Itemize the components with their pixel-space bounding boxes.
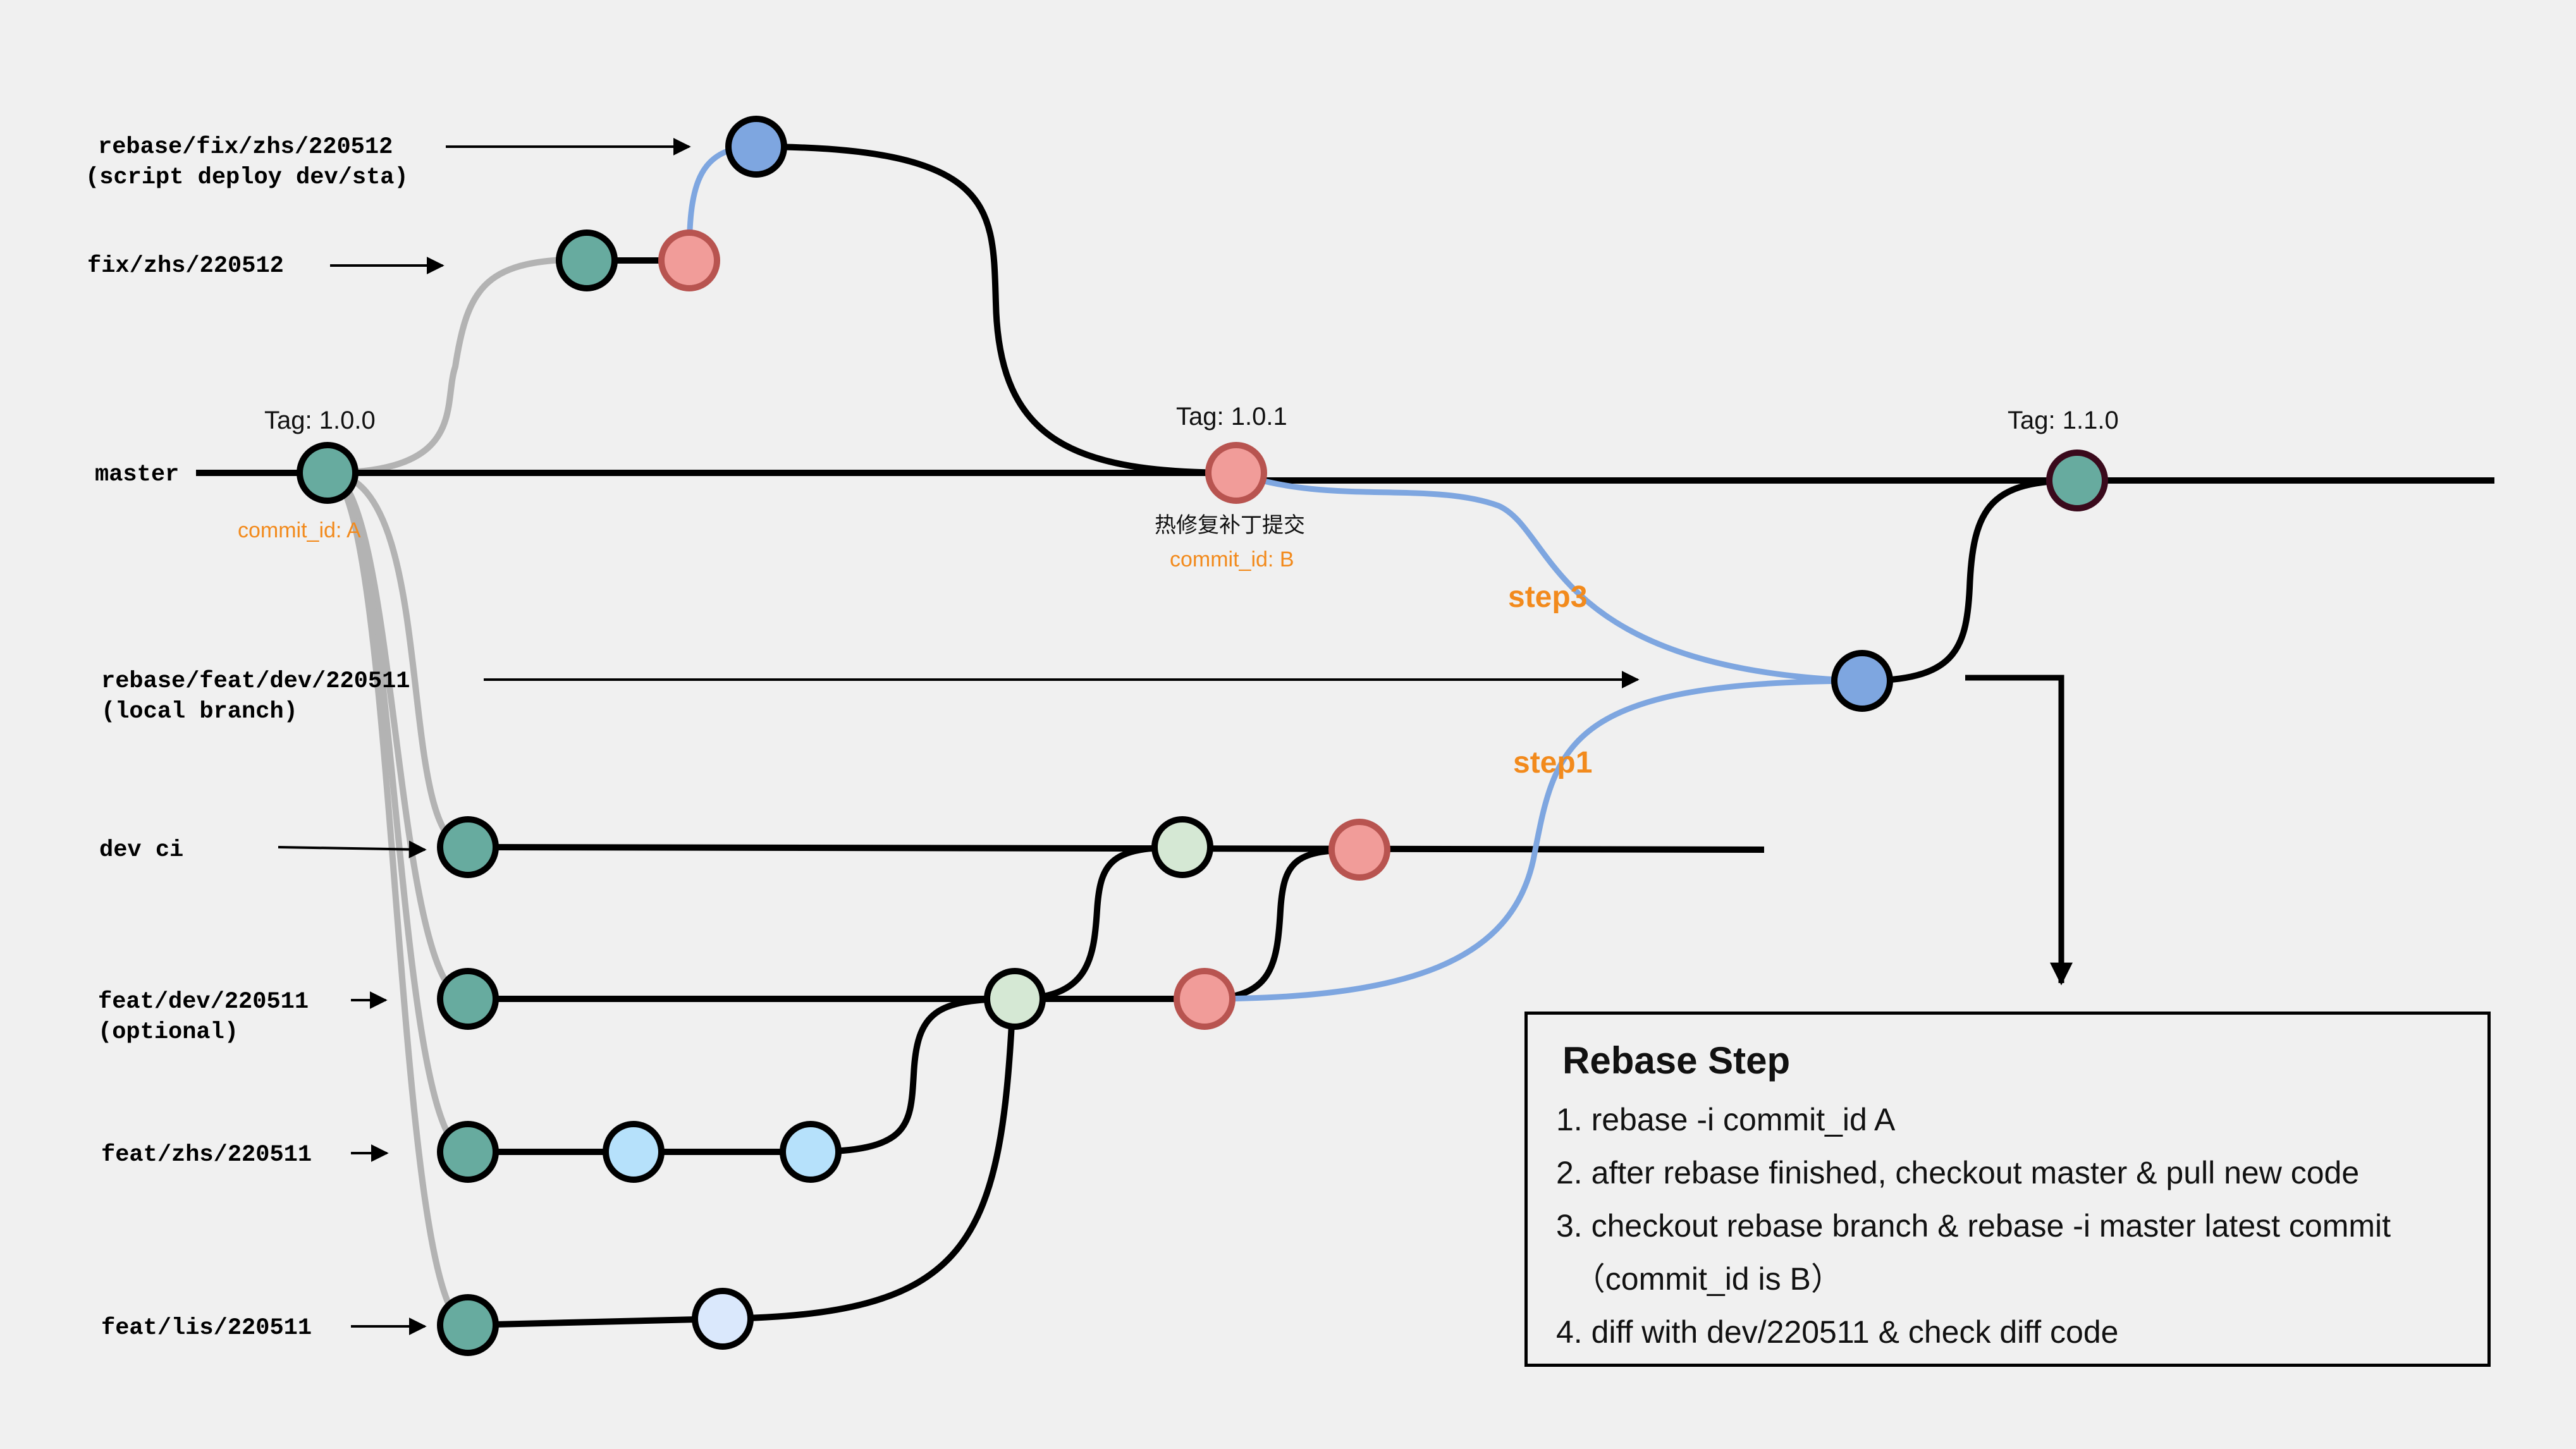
commit-feat-dev-2[interactable] (1174, 968, 1236, 1030)
commit-nodes (297, 116, 2108, 1356)
commit-feat-lis-2[interactable] (692, 1288, 754, 1350)
dev-ci-line (467, 844, 1765, 853)
step3-label: step3 (1508, 580, 1587, 614)
commit-fix-1[interactable] (556, 229, 618, 291)
label-dev-ci: dev ci (99, 837, 183, 864)
commit-rebase-feat[interactable] (1831, 650, 1893, 712)
commit-feat-zhs-2[interactable] (603, 1121, 665, 1183)
annotations: Tag: 1.0.0 Tag: 1.0.1 Tag: 1.1.0 commit_… (238, 403, 2119, 780)
branch-labels: rebase/fix/zhs/220512 (script deploy dev… (85, 134, 410, 1342)
dev-ci-arrow (278, 840, 427, 859)
rebase-step-item: 1. rebase -i commit_id A (1556, 1102, 1896, 1137)
branch-line-dev-ci (327, 470, 469, 850)
step1-label: step1 (1513, 746, 1592, 780)
commit-id-b: commit_id: B (1170, 547, 1294, 572)
label-rebase-fix-2: (script deploy dev/sta) (85, 164, 408, 191)
branch-line-feat-lis (326, 470, 469, 1328)
merge-to-dev-ci-2 (1204, 847, 1360, 1002)
step1-line (1204, 678, 1863, 1002)
rebase-step-arrow (1965, 675, 2073, 986)
label-feat-dev-1: feat/dev/220511 (98, 989, 309, 1015)
tag-1-0-0: Tag: 1.0.0 (264, 407, 376, 434)
rebase-step-list: 1. rebase -i commit_id A 2. after rebase… (1556, 1093, 2391, 1359)
merge-to-dev-ci-1 (1014, 844, 1183, 1002)
commit-feat-zhs-3[interactable] (780, 1121, 842, 1183)
hotfix-note: 热修复补丁提交 (1155, 513, 1305, 537)
rebase-fix-to-hotfix (756, 144, 1237, 476)
rebase-step-item: 4. diff with dev/220511 & check diff cod… (1556, 1314, 2119, 1350)
commit-feat-zhs-1[interactable] (437, 1121, 499, 1183)
commit-fix-2[interactable] (658, 229, 720, 291)
label-feat-dev-2: (optional) (98, 1019, 238, 1046)
commit-dev-ci-1[interactable] (437, 816, 499, 878)
label-feat-zhs: feat/zhs/220511 (101, 1142, 312, 1168)
commit-master-110[interactable] (2046, 449, 2108, 511)
rebase-feat-to-master (1861, 477, 2078, 684)
commit-master-b[interactable] (1205, 442, 1267, 504)
rebase-step-title: Rebase Step (1562, 1039, 1791, 1082)
commit-rebase-fix[interactable] (725, 116, 787, 178)
branch-line-fix (327, 256, 589, 476)
label-fix: fix/zhs/220512 (87, 253, 284, 279)
rebase-lines (686, 144, 1863, 1002)
label-rebase-fix-1: rebase/fix/zhs/220512 (98, 134, 393, 161)
rebase-step-item: 2. after rebase finished, checkout maste… (1556, 1155, 2360, 1190)
feat-lis-line (467, 1316, 723, 1328)
commit-dev-ci-3[interactable] (1328, 819, 1390, 881)
commit-feat-dev-1[interactable] (437, 968, 499, 1030)
commit-dev-ci-2[interactable] (1151, 816, 1213, 878)
commit-master-a[interactable] (297, 442, 359, 504)
tag-1-1-0: Tag: 1.1.0 (2008, 407, 2119, 434)
tag-1-0-1: Tag: 1.0.1 (1176, 403, 1287, 431)
commit-id-a: commit_id: A (238, 518, 361, 542)
rebase-step-item: 3. checkout rebase branch & rebase -i ma… (1556, 1208, 2391, 1244)
feat-zhs-merge (809, 996, 1015, 1155)
feat-lis-merge (722, 1024, 1015, 1322)
label-feat-lis: feat/lis/220511 (101, 1315, 312, 1342)
step3-line (1235, 470, 1863, 684)
label-rebase-feat-1: rebase/feat/dev/220511 (101, 668, 410, 695)
rebase-step-box: Rebase Step 1. rebase -i commit_id A 2. … (1524, 1012, 2491, 1367)
label-rebase-feat-2: (local branch) (101, 699, 298, 725)
commit-feat-dev-merge[interactable] (984, 968, 1046, 1030)
branch-off-lines (326, 256, 589, 1328)
label-master: master (95, 462, 179, 488)
pointer-arrows (278, 138, 2073, 1335)
history-lines (196, 144, 2494, 1328)
commit-feat-lis-1[interactable] (437, 1294, 499, 1356)
rebase-step-item: （commit_id is B） (1556, 1261, 1843, 1297)
